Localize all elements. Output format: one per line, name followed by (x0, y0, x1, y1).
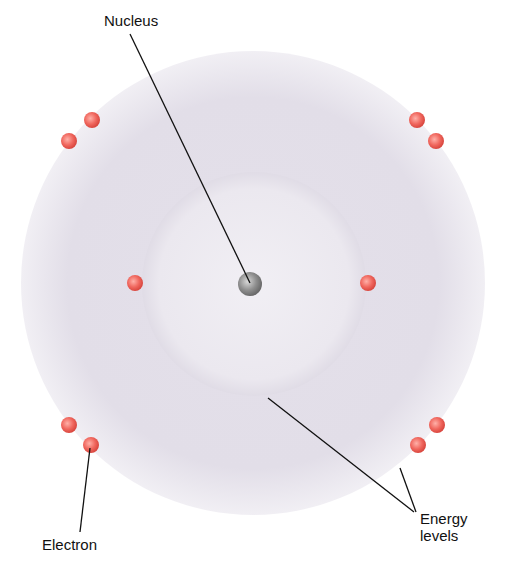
electron (61, 133, 77, 149)
part-label: Electron (42, 536, 132, 553)
electron (428, 133, 444, 149)
electron (127, 275, 143, 291)
leader-lines (80, 34, 416, 532)
electrons (61, 112, 445, 453)
inner-energy-level (142, 172, 366, 396)
leader-line (400, 468, 416, 512)
leader-line (268, 398, 414, 512)
nucleus (238, 272, 262, 296)
electron (83, 437, 99, 453)
electron (61, 417, 77, 433)
electron (360, 275, 376, 291)
electron (429, 417, 445, 433)
part-label: Energy levels (420, 510, 482, 545)
outer-energy-level (21, 51, 485, 515)
leader-line (80, 448, 90, 532)
part-label: Nucleus (104, 12, 194, 29)
leader-line (130, 34, 250, 283)
electron (84, 112, 100, 128)
electron (409, 112, 425, 128)
electron (410, 437, 426, 453)
